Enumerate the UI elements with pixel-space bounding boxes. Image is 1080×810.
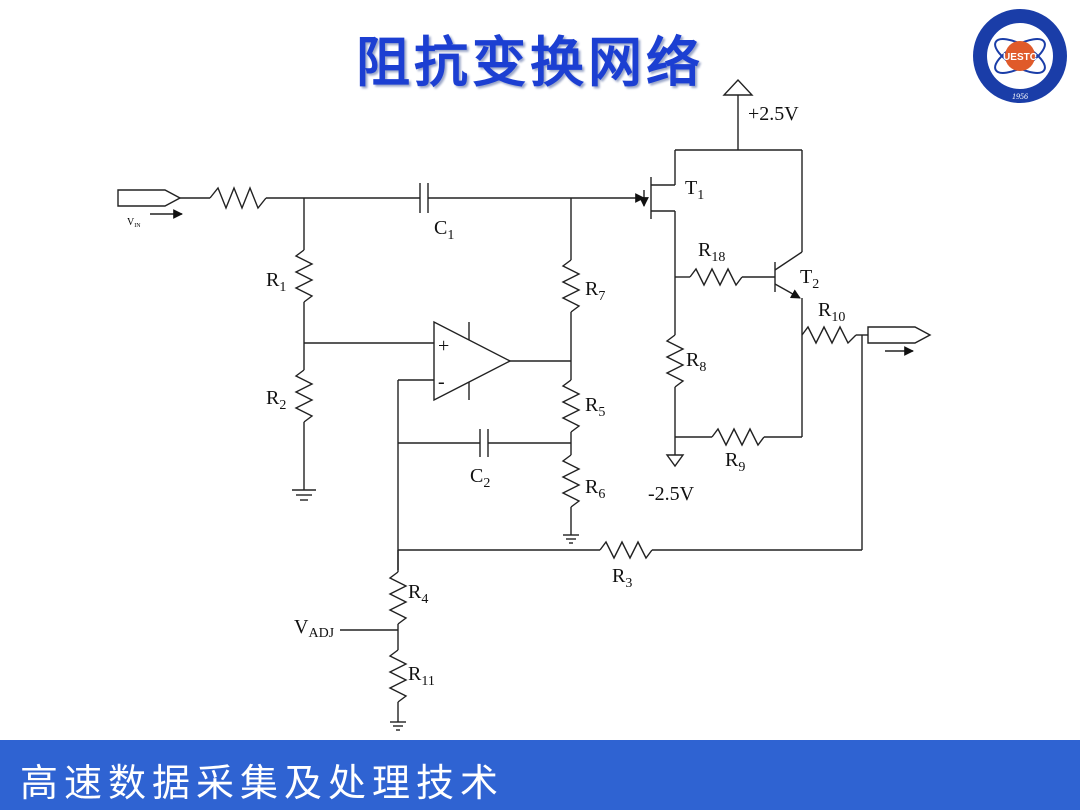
r18-resistor [689, 267, 743, 287]
footer-course-title: 高速数据采集及处理技术 [20, 761, 505, 805]
r10-label: R10 [818, 299, 845, 325]
t2-label: T2 [800, 266, 819, 292]
r11-label: R11 [408, 663, 435, 689]
t2-transistor [774, 251, 803, 299]
r1-resistor [294, 249, 314, 303]
footer-bar: 高速数据采集及处理技术 [0, 740, 1080, 810]
t1-label: T1 [685, 177, 704, 203]
t1-transistor [639, 177, 675, 219]
r10-resistor [801, 325, 857, 345]
r2-label: R2 [266, 387, 286, 413]
supply-pos-label: +2.5V [748, 103, 799, 125]
r11-resistor [388, 649, 408, 703]
r8-resistor [665, 334, 685, 388]
output-connector [867, 326, 932, 344]
slide-title: 阻抗变换网络 [356, 31, 704, 94]
r9-resistor [711, 427, 765, 447]
ground-symbol-r6 [563, 534, 579, 544]
r4-label: R4 [408, 581, 428, 607]
supply-neg-label: -2.5V [648, 483, 695, 505]
vin-connector [117, 189, 182, 207]
r6-resistor [561, 454, 581, 508]
opamp-minus-label: - [438, 371, 445, 393]
ground-symbol-r11 [390, 721, 406, 731]
r18-label: R18 [698, 239, 725, 265]
r2-resistor [294, 369, 314, 423]
r8-label: R8 [686, 349, 706, 375]
r7-label: R7 [585, 278, 605, 304]
university-logo: UESTC 1956 [973, 9, 1067, 103]
r5-label: R5 [585, 394, 605, 420]
r7-resistor [561, 259, 581, 313]
supply-pos-symbol [722, 78, 754, 96]
ground-symbol-r2 [292, 489, 316, 501]
r3-resistor [599, 540, 653, 560]
logo-text: UESTC [1003, 52, 1037, 63]
vin-label: VIN [127, 217, 141, 229]
impedance-network-schematic: + - [117, 78, 932, 731]
opamp-plus-label: + [438, 335, 449, 357]
r4-resistor [388, 571, 408, 625]
input-resistor [209, 186, 267, 210]
opamp-triangle [433, 320, 512, 402]
vadj-label: VADJ [294, 616, 335, 641]
logo-year: 1956 [1012, 92, 1028, 101]
r3-label: R3 [612, 565, 632, 591]
r1-label: R1 [266, 269, 286, 295]
supply-neg-symbol [665, 454, 685, 468]
r9-label: R9 [725, 449, 745, 475]
r5-resistor [561, 379, 581, 433]
c2-label: C2 [470, 465, 490, 491]
r6-label: R6 [585, 476, 605, 502]
c1-label: C1 [434, 217, 454, 243]
